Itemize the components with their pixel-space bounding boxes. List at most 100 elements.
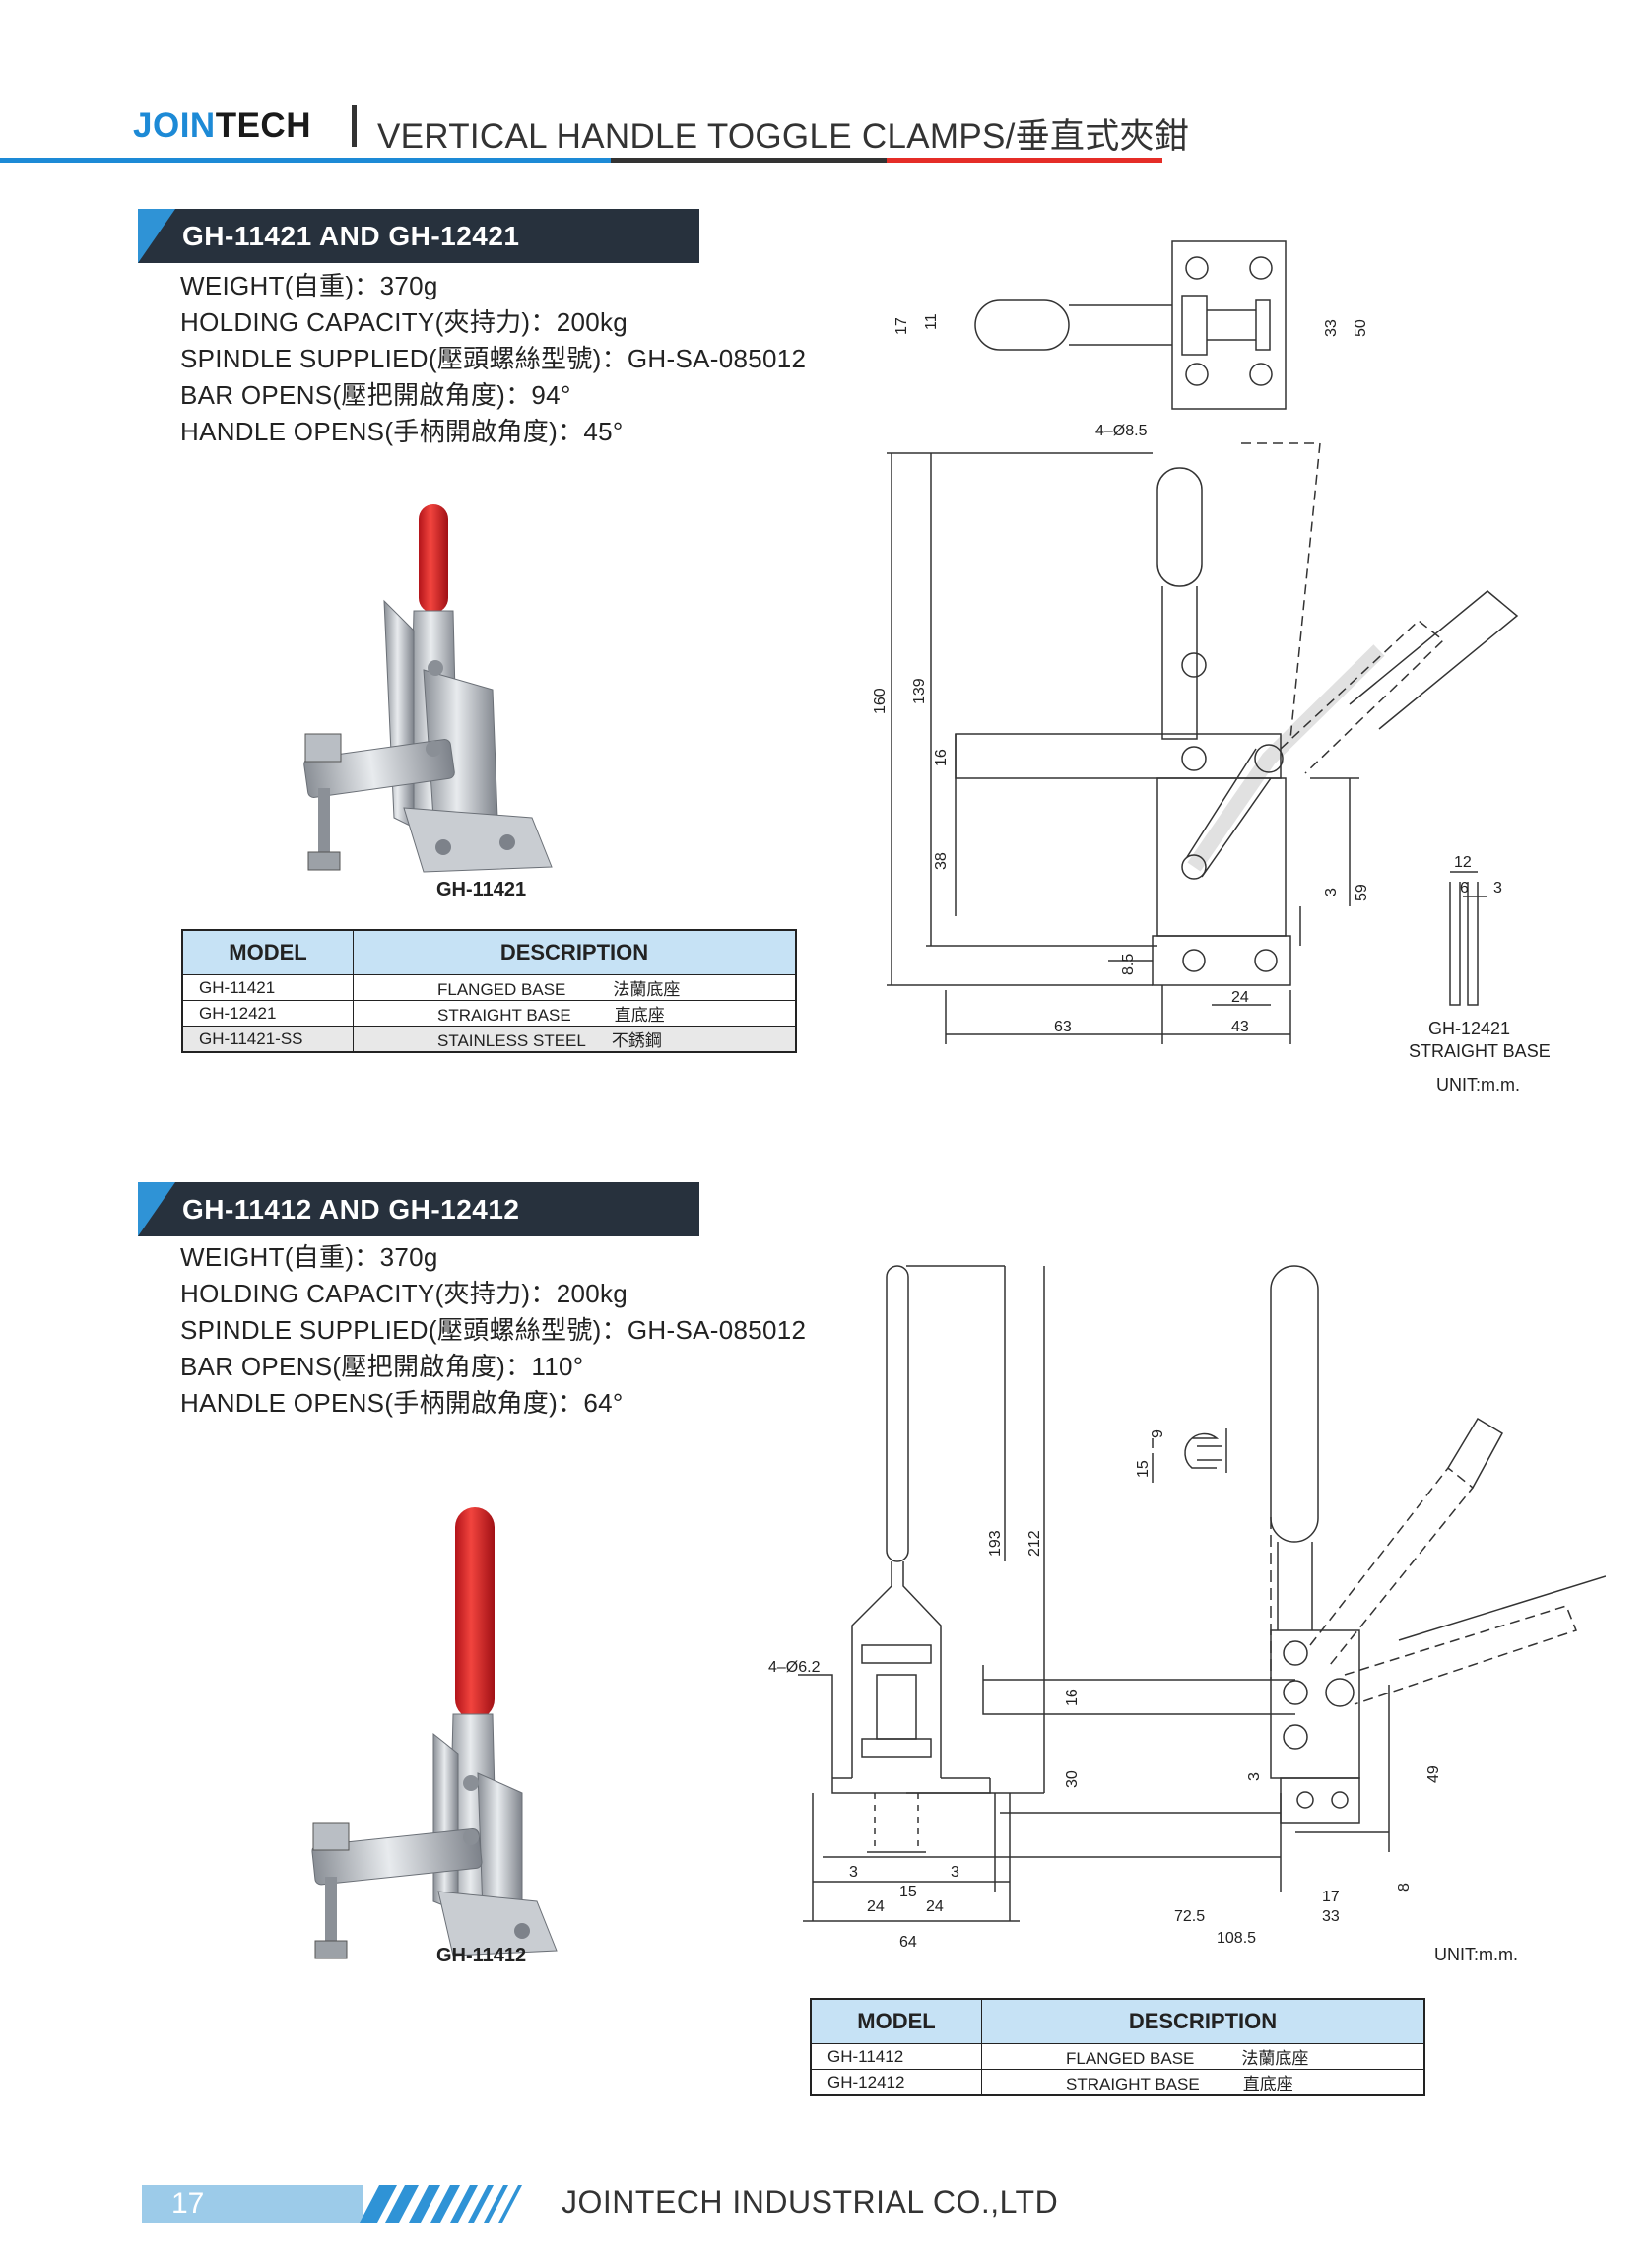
- spec-spindle: SPINDLE SUPPLIED(壓頭螺絲型號)：GH-SA-085012: [180, 1315, 807, 1345]
- header-rule-red: [887, 158, 1162, 163]
- header-separator: [352, 105, 357, 147]
- dim-label: 38: [933, 852, 950, 870]
- dim-label: 49: [1425, 1765, 1442, 1783]
- photo-caption: GH-11412: [436, 1945, 527, 1966]
- dim-label: 33: [1322, 1908, 1340, 1925]
- dim-label: 3: [951, 1864, 959, 1881]
- section-band-tip: [138, 1182, 175, 1236]
- spec-holding-capacity: HOLDING CAPACITY(夾持力)：200kg: [180, 1279, 628, 1308]
- section-band: GH-11412 AND GH-12412: [138, 1182, 699, 1236]
- table-header-row: MODEL DESCRIPTION: [181, 929, 797, 975]
- section-band-tip: [138, 209, 175, 263]
- handle-grip: [1156, 467, 1203, 587]
- table-header-row: MODEL DESCRIPTION: [810, 1998, 1425, 2044]
- dim-label: 139: [911, 678, 928, 704]
- spec-bar-opens: BAR OPENS(壓把開啟角度)：110°: [180, 1352, 584, 1381]
- handle-grip: [886, 1265, 909, 1562]
- spec-holding-capacity: HOLDING CAPACITY(夾持力)：200kg: [180, 307, 628, 337]
- dim-label: 8.5: [1120, 954, 1137, 975]
- spec-weight: WEIGHT(自重)：370g: [180, 1242, 438, 1272]
- dim-label: 16: [933, 749, 950, 766]
- product-photo-gh-11421: [303, 504, 553, 873]
- header-rule-blue: [0, 158, 611, 163]
- dim-label: 24: [1231, 989, 1249, 1006]
- dim-label: 24: [867, 1898, 885, 1915]
- dim-label: 43: [1231, 1019, 1249, 1035]
- footer-company: JOINTECH INDUSTRIAL CO.,LTD: [562, 2184, 1059, 2220]
- dim-label: 72.5: [1174, 1908, 1205, 1925]
- spec-list: WEIGHT(自重)：370g HOLDING CAPACITY(夾持力)：20…: [180, 268, 806, 450]
- dim-label: 64: [899, 1934, 917, 1951]
- dim-label: 9: [1150, 1429, 1166, 1438]
- unit-label: UNIT:m.m.: [1434, 1945, 1518, 1964]
- dim-label: 4–Ø8.5: [1095, 423, 1148, 439]
- col-header-model: MODEL: [181, 929, 354, 975]
- spec-list: WEIGHT(自重)：370g HOLDING CAPACITY(夾持力)：20…: [180, 1239, 806, 1422]
- cell-model: GH-11421-SS: [182, 1026, 354, 1052]
- dim-label: 108.5: [1217, 1930, 1256, 1947]
- dim-label: 15: [899, 1884, 917, 1900]
- page-title: VERTICAL HANDLE TOGGLE CLAMPS/垂直式夾鉗: [377, 117, 1190, 156]
- dim-label: 63: [1054, 1019, 1072, 1035]
- dim-label: 6: [1460, 880, 1469, 896]
- variant-model-label: GH-12421: [1428, 1019, 1510, 1038]
- brand-logo: JOINTECH: [133, 106, 311, 145]
- dim-label: 59: [1354, 884, 1370, 901]
- page-number-box: [142, 2185, 363, 2223]
- dim-label: 3: [1323, 888, 1340, 896]
- dim-label: 33: [1323, 319, 1340, 337]
- spec-handle-opens: HANDLE OPENS(手柄開啟角度)：64°: [180, 1388, 624, 1418]
- col-header-description: DESCRIPTION: [353, 929, 797, 975]
- dim-label: 212: [1026, 1530, 1043, 1557]
- col-header-description: DESCRIPTION: [981, 1998, 1425, 2044]
- variant-desc-label: STRAIGHT BASE: [1409, 1041, 1551, 1061]
- top-view-base: [1171, 240, 1287, 410]
- spec-bar-opens: BAR OPENS(壓把開啟角度)：94°: [180, 380, 571, 410]
- base-flange: [1152, 935, 1291, 986]
- dim-label: 17: [893, 317, 910, 335]
- technical-drawing-gh-11412: 193 212 4–Ø6.2 3 15 3 24 24 64 9 15 16 3…: [768, 1265, 1606, 1964]
- page-number: 17: [171, 2187, 205, 2220]
- dim-label: 3: [849, 1864, 858, 1881]
- dim-label: 160: [872, 688, 889, 714]
- col-header-model: MODEL: [810, 1998, 982, 2044]
- dim-label: 3: [1493, 880, 1502, 896]
- cell-model: GH-11412: [811, 2043, 982, 2070]
- dim-label: 15: [1135, 1460, 1152, 1478]
- dim-label: 11: [923, 313, 940, 330]
- dim-label: 24: [926, 1898, 944, 1915]
- dim-label: 30: [1064, 1770, 1081, 1788]
- dim-label: 3: [1246, 1772, 1263, 1781]
- dim-label: 193: [987, 1530, 1004, 1557]
- header-rule-dark: [611, 158, 887, 163]
- dim-label: 17: [1322, 1889, 1340, 1905]
- spec-handle-opens: HANDLE OPENS(手柄開啟角度)：45°: [180, 417, 624, 446]
- cell-model: GH-12421: [182, 1000, 354, 1027]
- dim-label: 16: [1064, 1689, 1081, 1706]
- photo-caption: GH-11421: [436, 879, 527, 900]
- spec-spindle: SPINDLE SUPPLIED(壓頭螺絲型號)：GH-SA-085012: [180, 344, 807, 373]
- cell-model: GH-12412: [811, 2069, 982, 2095]
- product-photo-gh-11412: [311, 1507, 558, 1959]
- dim-label: 12: [1454, 854, 1472, 871]
- technical-drawing-gh-11421: 17 11 33 50 4–Ø8.5 160 139 16 38 3 59 8.…: [872, 240, 1551, 1094]
- unit-label: UNIT:m.m.: [1436, 1075, 1520, 1094]
- cell-model: GH-11421: [182, 974, 354, 1001]
- footer-stripes: [360, 2185, 522, 2223]
- spec-weight: WEIGHT(自重)：370g: [180, 271, 438, 300]
- section-band: GH-11421 AND GH-12421: [138, 209, 699, 263]
- dim-label: 4–Ø6.2: [768, 1659, 821, 1676]
- dim-label: 8: [1396, 1883, 1413, 1892]
